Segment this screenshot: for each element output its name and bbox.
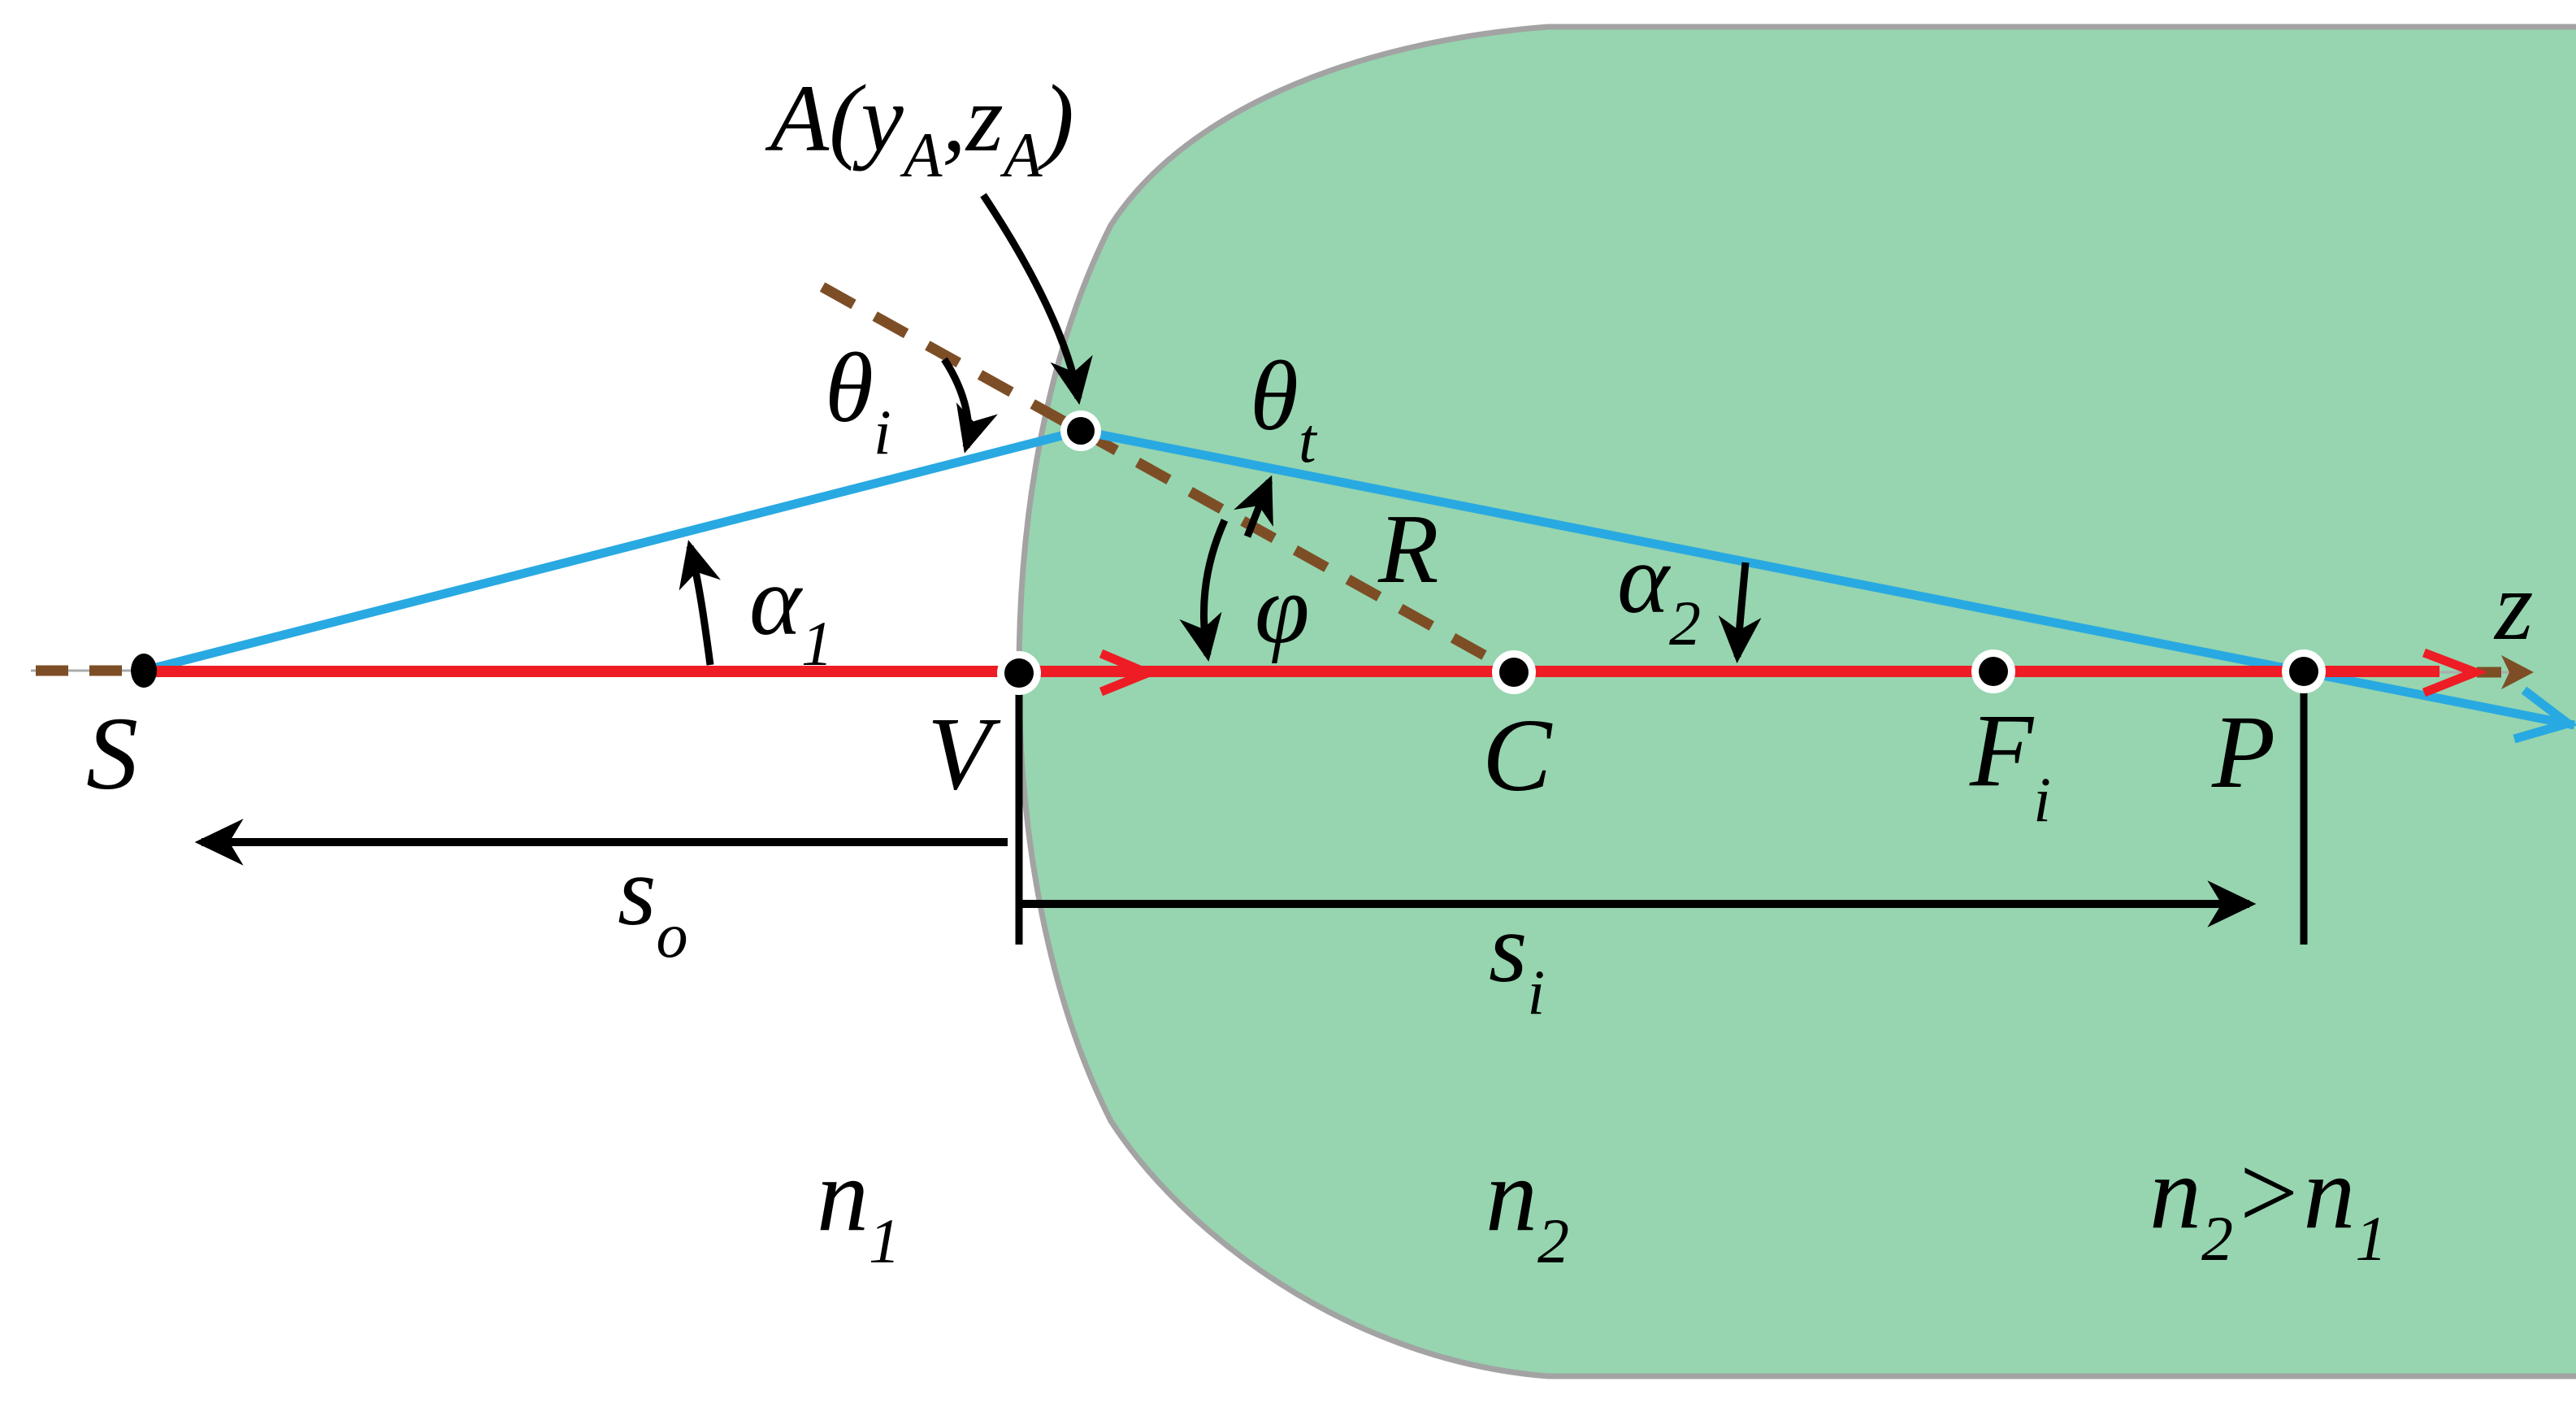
point-A-dot <box>1067 417 1095 445</box>
label-point-S: S <box>86 696 138 811</box>
label-theta-t: θt <box>1250 341 1318 476</box>
point-S-dot <box>131 654 157 688</box>
label-index-relation-n1: n <box>2303 1135 2355 1250</box>
alpha-1-angle-arrow <box>679 540 721 666</box>
label-point-A-suffix: ) <box>1037 65 1073 172</box>
label-object-distance-base: s <box>618 836 656 946</box>
phi-angle-arrow <box>1179 519 1229 662</box>
point-P-dot <box>2289 657 2318 686</box>
label-point-F: Fi <box>1969 693 2051 835</box>
label-point-P: P <box>2211 694 2275 810</box>
label-image-distance-sub: i <box>1527 957 1545 1027</box>
label-alpha-2: α2 <box>1617 524 1701 658</box>
label-point-V: V <box>927 696 1001 811</box>
label-index-relation-n2: n <box>2149 1135 2201 1250</box>
label-z-axis: z <box>2493 551 2533 661</box>
label-image-distance: si <box>1489 893 1545 1027</box>
label-point-F-base: F <box>1969 693 2035 808</box>
label-point-A-mid: ,z <box>942 65 1003 172</box>
refracted-ray-arrowhead <box>2513 686 2576 744</box>
label-A-pointer-arrow <box>980 193 1093 405</box>
label-point-A-sub1: A <box>900 119 943 190</box>
point-V-dot <box>1004 658 1034 688</box>
axis-arrowhead-mid <box>1099 649 1160 697</box>
label-index-relation-sub1: 1 <box>2355 1203 2387 1274</box>
label-point-A-sub2: A <box>1000 119 1043 190</box>
label-index-relation-gt: > <box>2233 1135 2303 1250</box>
label-medium-n2-sub: 2 <box>1537 1205 1569 1276</box>
label-medium-n1-sub: 1 <box>869 1205 900 1276</box>
label-point-A-prefix: A(y <box>765 65 904 172</box>
label-index-relation: n2>n1 <box>2149 1135 2387 1274</box>
label-point-A: A(yA,zA) <box>765 65 1074 190</box>
label-alpha-2-base: α <box>1617 524 1672 634</box>
label-point-C: C <box>1482 697 1553 813</box>
label-medium-n2: n2 <box>1485 1137 1569 1276</box>
theta-i-angle-arrow <box>941 357 998 454</box>
label-point-F-sub: i <box>2033 764 2051 835</box>
point-C-dot <box>1499 658 1529 687</box>
label-phi: φ <box>1255 554 1310 664</box>
label-image-distance-base: s <box>1489 893 1527 1003</box>
label-object-distance: so <box>618 836 687 971</box>
label-alpha-1: α1 <box>749 546 833 679</box>
axis-arrowhead-end <box>2422 648 2488 697</box>
label-theta-t-base: θ <box>1250 341 1299 451</box>
label-theta-i-base: θ <box>825 333 874 443</box>
label-medium-n1-base: n <box>817 1137 869 1253</box>
z-axis-arrowhead <box>2501 655 2534 689</box>
label-theta-t-sub: t <box>1299 405 1318 476</box>
label-medium-n2-base: n <box>1485 1137 1537 1253</box>
point-F-dot <box>1979 657 2008 686</box>
theta-t-angle-arrow <box>1234 475 1273 538</box>
incident-ray <box>142 426 1082 675</box>
surface-normal-dashed <box>819 282 1505 670</box>
label-alpha-1-base: α <box>749 546 804 656</box>
label-theta-i-sub: i <box>874 397 891 467</box>
label-alpha-1-sub: 1 <box>801 608 833 679</box>
label-alpha-2-sub: 2 <box>1669 588 1701 658</box>
label-R: R <box>1377 494 1439 604</box>
label-theta-i: θi <box>825 333 891 467</box>
alpha-2-angle-arrow <box>1718 562 1762 664</box>
label-index-relation-sub2: 2 <box>2201 1203 2233 1274</box>
label-medium-n1: n1 <box>817 1137 900 1276</box>
label-object-distance-sub: o <box>656 900 687 971</box>
